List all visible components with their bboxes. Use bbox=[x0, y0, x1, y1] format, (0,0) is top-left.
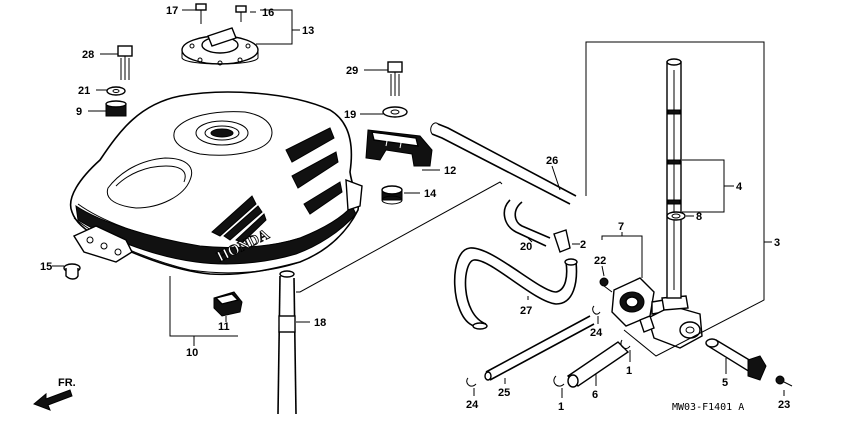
callout-9: 9 bbox=[76, 106, 82, 118]
leader-lines bbox=[52, 9, 785, 398]
joint-2[interactable] bbox=[553, 229, 571, 253]
front-arrow-icon bbox=[33, 389, 73, 411]
bolt-29[interactable] bbox=[387, 61, 403, 96]
fuel-cock-6[interactable] bbox=[611, 277, 665, 327]
bolt-19[interactable] bbox=[195, 3, 207, 24]
bolt-18[interactable] bbox=[235, 5, 247, 22]
grommet-17[interactable] bbox=[63, 263, 81, 280]
strainer-pipe-4[interactable] bbox=[666, 58, 682, 299]
callout-15: 13 bbox=[302, 25, 314, 37]
diagram-code: MW03-F1401 A bbox=[672, 402, 744, 413]
callout-25: 25 bbox=[498, 387, 510, 399]
tube-25[interactable] bbox=[484, 315, 595, 381]
callout-24-lower: 24 bbox=[466, 399, 479, 411]
bracket-14[interactable] bbox=[365, 129, 433, 167]
callout-7: 8 bbox=[696, 211, 702, 223]
callout-3: 3 bbox=[774, 237, 780, 249]
washer-23[interactable] bbox=[106, 86, 126, 96]
clip-24-upper[interactable] bbox=[592, 305, 601, 315]
fuel-tank[interactable] bbox=[69, 91, 363, 276]
cushion-13[interactable] bbox=[213, 291, 243, 317]
callout-1-lower: 1 bbox=[558, 401, 564, 413]
callout-8: 5 bbox=[722, 377, 728, 389]
front-direction-label: FR. bbox=[58, 377, 76, 389]
clip-1-upper[interactable] bbox=[620, 339, 631, 349]
fuel-cap[interactable] bbox=[181, 27, 259, 66]
callout-17: 15 bbox=[40, 261, 52, 273]
callout-14: 12 bbox=[444, 165, 456, 177]
hose-11[interactable] bbox=[277, 270, 297, 415]
bolt-28[interactable] bbox=[117, 45, 133, 80]
callout-19: 17 bbox=[166, 5, 178, 17]
callout-4: 4 bbox=[736, 181, 743, 193]
callout-24-upper: 24 bbox=[590, 327, 603, 339]
callout-5: 6 bbox=[592, 389, 598, 401]
rubber-9[interactable] bbox=[105, 100, 127, 117]
callout-29: 29 bbox=[346, 65, 358, 77]
callout-12: 20 bbox=[520, 241, 532, 253]
fuel-valve-body[interactable] bbox=[639, 295, 703, 349]
callout-13: 11 bbox=[218, 321, 230, 333]
washer-21[interactable] bbox=[382, 106, 408, 118]
callout-28: 28 bbox=[82, 49, 94, 61]
callout-16: 14 bbox=[424, 188, 437, 200]
callout-18: 16 bbox=[262, 7, 274, 19]
hose-27[interactable] bbox=[453, 247, 578, 330]
callout-26: 26 bbox=[546, 155, 558, 167]
callout-labels: 17 16 13 28 21 9 29 19 12 14 15 11 10 18… bbox=[40, 5, 790, 413]
callout-6: 7 bbox=[618, 221, 624, 233]
callout-21: 19 bbox=[344, 109, 356, 121]
knob-8[interactable] bbox=[705, 338, 767, 381]
screw-20[interactable] bbox=[775, 375, 793, 387]
hose-5[interactable] bbox=[566, 341, 630, 388]
callout-27: 27 bbox=[520, 305, 532, 317]
hose-12[interactable] bbox=[503, 199, 551, 247]
clip-1-lower[interactable] bbox=[553, 375, 565, 387]
callout-20: 23 bbox=[778, 399, 790, 411]
screw-22[interactable] bbox=[599, 277, 613, 293]
callout-23: 21 bbox=[78, 85, 90, 97]
rubber-16[interactable] bbox=[381, 185, 403, 205]
clip-24-lower[interactable] bbox=[466, 377, 477, 387]
o-ring-7[interactable] bbox=[666, 211, 686, 221]
callout-11: 18 bbox=[314, 317, 326, 329]
callout-22: 22 bbox=[594, 255, 606, 267]
breather-tube-26[interactable] bbox=[430, 122, 577, 205]
callout-1-upper: 1 bbox=[626, 365, 632, 377]
callout-10: 10 bbox=[186, 347, 198, 359]
callout-2: 2 bbox=[580, 239, 586, 251]
